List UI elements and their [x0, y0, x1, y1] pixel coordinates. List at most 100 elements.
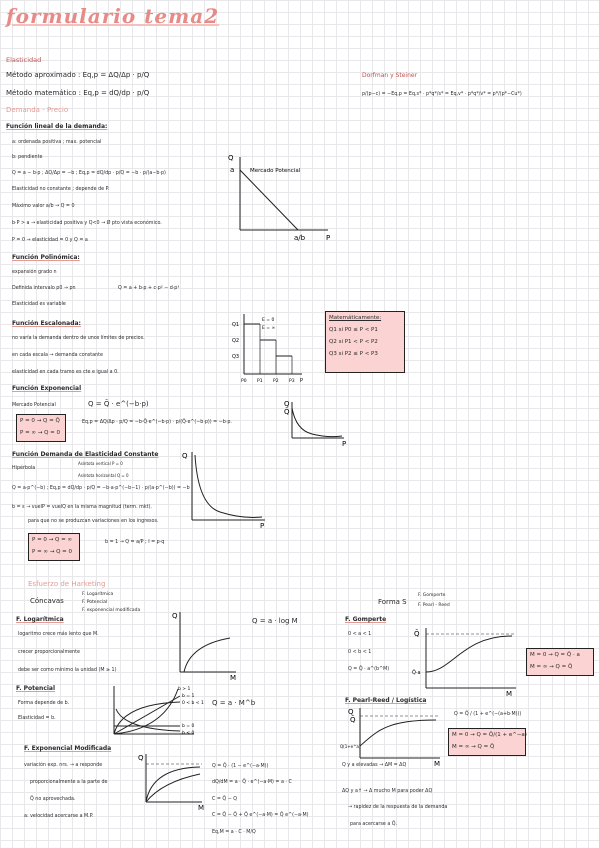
potencial-formula: Q = a · M^b	[212, 699, 256, 707]
forma-s-item-1: F. Gomperte	[418, 593, 446, 598]
forma-s-label: Forma S	[378, 598, 407, 606]
concavas-item-2: F. Potencial	[82, 600, 108, 605]
modificada-item-1: variación exp. nrs. → a responde	[24, 763, 103, 768]
escalonada-item-1: no varía la demanda dentro de unos límit…	[12, 336, 145, 341]
escalonada-box-line-1: Q1 si P0 ≤ P < P1	[329, 327, 378, 333]
lineal-graph-note: Mercado Potencial	[250, 168, 301, 174]
polinomica-item-2: Definida intervalo p0 → pn	[12, 286, 76, 291]
exponencial-formula: Q = Q̄ · e^(−b·p)	[88, 400, 149, 408]
modificada-heading: F. Exponencial Modificada	[24, 745, 112, 752]
modificada-formula-3: C = Q̄ − Q	[212, 797, 238, 802]
potencial-b-gt1: b > 1	[178, 686, 190, 692]
exponencial-box: P = 0 → Q = Q̄ P = ∞ → Q = 0	[16, 414, 66, 442]
pearl-box-line-2: M = ∞ → Q = Q̄	[452, 744, 495, 750]
lineal-heading: Función lineal de la demanda:	[6, 123, 108, 130]
lineal-graph-end-label: a/b	[294, 234, 306, 242]
modificada-note-1: Q y a elevadas → ΔM = ΔQ	[342, 763, 407, 768]
modificada-formula-2: dQ/dM = a · Q̄ · e^(−a·M) = a · C	[212, 780, 292, 785]
logaritmica-graph-y-label: Q	[172, 612, 178, 620]
modificada-note-4: para acercarse a Q̄.	[350, 822, 398, 827]
gomperte-graph-x-label: M	[506, 690, 512, 698]
escalonada-heading: Función Escalonada:	[12, 320, 81, 327]
potencial-b-eq0: b = 0	[182, 723, 194, 729]
potencial-b-lt0: b < 0	[182, 730, 194, 736]
gomperte-box-line-2: M = ∞ → Q = Q̄	[530, 664, 573, 670]
lineal-graph-y-label: Q	[228, 154, 234, 162]
exponencial-box-line-2: P = ∞ → Q = 0	[20, 430, 61, 436]
pearl-graph-q0-label: Q(1+e^a)	[340, 744, 361, 749]
gomperte-heading: F. Gomperte	[345, 616, 387, 623]
escalonada-p2: P2	[273, 378, 279, 384]
pearl-graph-x-label: M	[434, 760, 440, 768]
concavas-item-3: F. exponencial modificada	[82, 608, 141, 613]
gomperte-item-2: 0 < b < 1	[348, 650, 372, 655]
gomperte-item-3: Q = Q̄ · a^(b^M)	[348, 667, 390, 672]
gomperte-box: M = 0 → Q = Q̄ · a M = ∞ → Q = Q̄	[526, 648, 594, 676]
potencial-b-between: 0 < b < 1	[182, 700, 204, 706]
escalonada-p0: P0	[241, 378, 247, 384]
exponencial-item: Mercado Potencial	[12, 403, 56, 408]
potencial-graph: b > 1 b = 1 0 < b < 1 b = 0 b < 0	[113, 686, 204, 736]
potencial-item-1: Forma depende de b.	[18, 701, 70, 706]
escalonada-einf: E = ∞	[262, 325, 275, 331]
constante-heading: Función Demanda de Elasticidad Constante	[12, 451, 159, 458]
constante-graph-x-label: P	[260, 522, 264, 530]
page-title: formulario tema2	[6, 4, 220, 28]
lineal-item-5: Máximo valor a/b → Q = 0	[12, 204, 75, 209]
escalonada-graph: Q1 Q2 Q3 E = 0 E = ∞ P0 P1 P2 P3 P	[232, 314, 303, 384]
constante-graph-y-label: Q	[182, 452, 188, 460]
logaritmica-formula: Q = a · log M	[252, 617, 298, 625]
constante-b1: b = 1 → Q = a/P ; I = p·q	[105, 540, 165, 545]
escalonada-q2: Q2	[232, 338, 239, 344]
concavas-label: Cóncavas	[30, 597, 64, 605]
constante-asintota-h: Asíntota horizontal Q = 0	[78, 473, 129, 478]
constante-item-b2: para que no se produzcan variaciones en …	[28, 519, 159, 524]
gomperte-box-line-1: M = 0 → Q = Q̄ · a	[530, 652, 580, 658]
lineal-item-3: Q = a − b·p ; ΔQ/Δp = −b ; Eq,p = dQ/dp …	[12, 171, 166, 176]
modificada-note-2: ΔQ y a↑ → Δ mucho M para poder ΔQ	[342, 789, 433, 794]
constante-asintota-v: Asíntota vertical P = 0	[78, 461, 123, 466]
potencial-item-2: Elasticidad = b.	[18, 716, 56, 721]
modificada-item-2: proporcionalmente a la parte de	[30, 780, 108, 785]
concavas-item-1: F. Logarítmica	[82, 592, 114, 597]
constante-item-b: b = ε → vuelP = vuelQ en la misma magnit…	[12, 505, 152, 510]
exponencial-graph-y-label: Q	[284, 400, 290, 408]
modificada-graph-y-label: Q	[138, 754, 144, 762]
escalonada-p: P	[300, 378, 303, 384]
polinomica-heading: Función Polinómica:	[12, 254, 80, 261]
escalonada-box-line-3: Q3 si P2 ≤ P < P3	[329, 351, 378, 357]
potencial-b-eq1: b = 1	[182, 693, 194, 699]
escalonada-q1: Q1	[232, 322, 239, 328]
gomperte-graph-q-label: Q̄	[414, 629, 420, 638]
constante-box-line-1: P = 0 → Q = ∞	[32, 537, 73, 543]
constante-hiperbola: Hipérbola	[12, 466, 36, 471]
modificada-graph: Q M	[138, 754, 204, 812]
logaritmica-heading: F. Logarítmica	[16, 616, 64, 623]
escalonada-q3: Q3	[232, 354, 239, 360]
dorfman-heading: Dorfman y Steiner	[362, 72, 418, 79]
exponencial-heading: Función Exponencial	[12, 385, 82, 392]
constante-box-line-2: P = ∞ → Q = 0	[32, 549, 73, 555]
escalonada-box-line-2: Q2 si P1 < P < P2	[329, 339, 378, 345]
modificada-formula-5: Eq,M = a · C · M/Q	[212, 830, 256, 835]
harketing-heading: Esfuerzo de Harketing	[28, 580, 106, 588]
modificada-formula-1: Q = Q̄ · (1 − e^(−a·M))	[212, 764, 269, 769]
exponencial-elasticity: Eq,p = ΔQ/Δp · p/Q = −b·Q̄·e^(−b·p) · p/…	[82, 420, 232, 425]
pearl-graph-q-label: Q̄	[350, 715, 356, 724]
logaritmica-graph: Q M	[172, 612, 236, 682]
escalonada-item-3: elasticidad en cada tramo es cte e igual…	[12, 370, 119, 375]
pearl-box: M = 0 → Q = Q̄/(1 + e^−a) M = ∞ → Q = Q̄	[448, 728, 527, 756]
modificada-item-4: a: velocidad acercarse a M.P.	[24, 814, 94, 819]
constante-formula: Q = a·p^(−b) ; Eq,p = dQ/dp · p/Q = −b·a…	[12, 486, 190, 491]
escalonada-item-2: en cada escala → demanda constante	[12, 353, 103, 358]
forma-s-item-2: F. Pearl - Reed	[418, 603, 450, 608]
constante-graph: Q P	[182, 452, 265, 530]
metodo-aproximado: Método aproximado : Eq,p = ΔQ/Δp · p/Q	[6, 71, 150, 79]
pearl-formula: Q = Q̄ / (1 + e^(−(a+b·M)))	[454, 712, 522, 717]
exponencial-box-line-1: P = 0 → Q = Q̄	[20, 418, 60, 424]
modificada-formula-4: C = Q̄ − Q̄ + Q̄ e^(−a·M) = Q̄ e^(−a·M)	[212, 813, 309, 818]
modificada-graph-x-label: M	[198, 804, 204, 812]
logaritmica-item-2: crecer proporcionalmente	[18, 650, 80, 655]
pearl-graph: Q Q̄ Q(1+e^a) M	[340, 708, 440, 768]
demanda-precio-heading: Demanda - Precio	[6, 106, 69, 114]
